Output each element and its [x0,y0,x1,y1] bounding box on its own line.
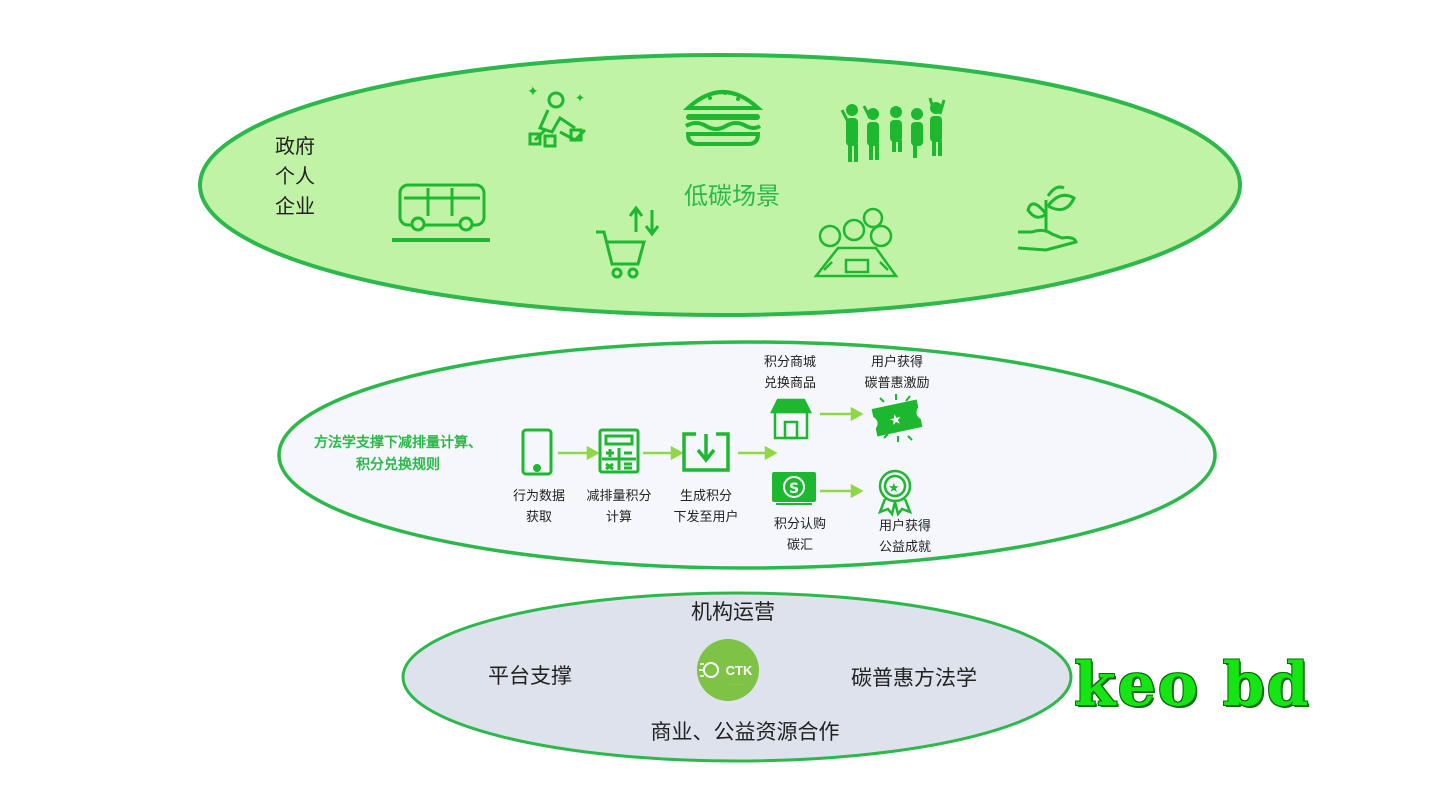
svg-text:★: ★ [888,411,904,429]
plant-hand-icon [1017,185,1078,252]
achievement-line-2: 公益成就 [878,540,932,555]
actors-list: 政府 个人 企业 [275,131,315,221]
money-bill-icon: S [772,472,816,505]
step-issue-points: 生成积分 下发至用户 [673,486,738,528]
phone-icon [521,428,553,476]
scenario-title: 低碳场景 [684,182,780,210]
svg-text:· · · · · ·: · · · · · · [731,682,745,687]
step-calculation: 减排量积分 计算 [586,486,651,528]
calculator-icon [598,428,640,474]
step-1-line-2: 获取 [525,510,553,525]
watermark-text: keo bd [1074,650,1311,720]
actor-enterprise: 企业 [275,194,315,218]
medal-icon: ★ [877,469,913,517]
branch-incentive-label: 用户获得 碳普惠激励 [864,352,929,394]
methodology-label: 碳普惠方法学 [851,666,977,690]
logo-text: CTK [726,663,753,678]
carbon-sink-line-2: 碳汇 [786,538,814,553]
step-data-collection: 行为数据 获取 [513,486,565,528]
store-icon [769,398,813,440]
actor-government: 政府 [275,134,315,158]
step-3-line-1: 生成积分 [679,489,733,504]
svg-text:✦: ✦ [575,91,585,105]
branch-store-label: 积分商城 兑换商品 [764,352,816,394]
shopping-cart-icon [596,205,660,279]
methodology-line-2: 积分兑换规则 [356,457,440,473]
bus-icon [392,183,490,242]
crowd-icon [840,97,946,162]
ticket-icon: ★ [871,394,923,442]
ctk-logo: CTK · · · · · · [697,639,759,701]
achievement-line-1: 用户获得 [878,519,932,534]
process-ellipse [277,340,1217,570]
download-box-icon [682,432,730,472]
svg-text:✦: ✦ [527,84,539,100]
methodology-text: 方法学支撑下减排量计算、 积分兑换规则 [314,432,482,476]
carbon-sink-line-1: 积分认购 [773,517,827,532]
arrow-4 [820,406,864,422]
store-line-1: 积分商城 [763,355,817,370]
branch-carbon-sink-label: 积分认购 碳汇 [774,514,826,556]
incentive-line-1: 用户获得 [870,355,924,370]
partnership-label: 商业、公益资源合作 [650,720,840,744]
methodology-line-1: 方法学支撑下减排量计算、 [314,435,482,451]
store-line-2: 兑换商品 [763,376,817,391]
branch-achievement-label: 用户获得 公益成就 [879,516,931,558]
actor-individual: 个人 [275,164,315,188]
incentive-line-2: 碳普惠激励 [864,376,930,391]
recycling-person-icon: ✦ ✦ [527,84,587,148]
step-2-line-1: 减排量积分 [586,489,652,504]
arrow-1 [558,445,600,461]
burger-icon [682,90,764,146]
meeting-table-icon [813,207,899,278]
arrow-3 [738,445,778,461]
operations-title: 机构运营 [691,600,775,624]
step-3-line-2: 下发至用户 [673,510,739,525]
step-2-line-2: 计算 [605,510,633,525]
scenario-ellipse [198,53,1242,317]
arrow-5 [820,483,864,499]
svg-text:★: ★ [888,481,900,496]
arrow-2 [643,445,684,461]
step-1-line-1: 行为数据 [512,489,566,504]
svg-text:S: S [789,481,799,497]
platform-support: 平台支撑 [488,664,572,688]
